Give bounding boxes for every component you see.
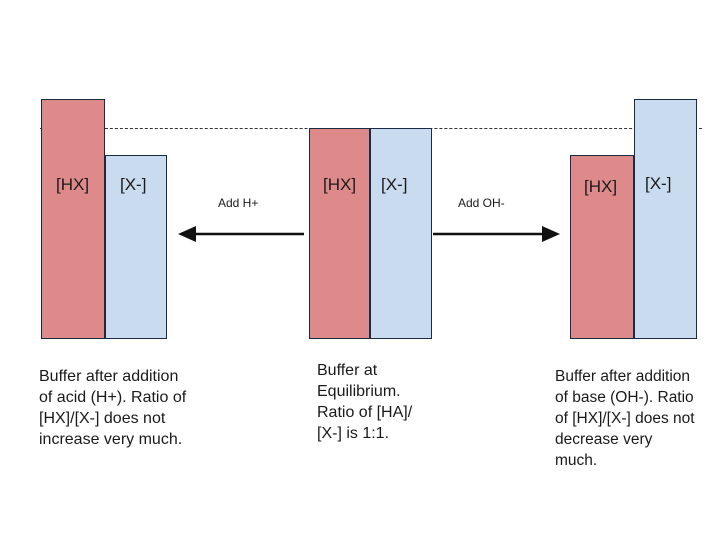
caption-line: Equilibrium.: [317, 383, 401, 400]
left-x-bar: [105, 155, 167, 339]
caption-line: Buffer at: [317, 362, 378, 379]
left-x-label: [X-]: [120, 175, 147, 194]
caption-line: of acid (H+). Ratio of: [39, 389, 187, 406]
caption-line: Ratio of [HA]/: [317, 404, 413, 421]
caption-line: Buffer after addition: [39, 368, 179, 385]
center-x-label: [X-]: [381, 175, 408, 194]
caption-line: increase very much.: [39, 431, 183, 448]
caption-line: of [HX]/[X-] does not: [555, 410, 695, 427]
right-caption: Buffer after addition of base (OH-). Rat…: [555, 366, 695, 471]
caption-line: of base (OH-). Ratio: [555, 389, 694, 406]
caption-line: [HX]/[X-] does not: [39, 410, 166, 427]
caption-line: decrease very: [555, 431, 653, 448]
center-x-bar: [370, 128, 432, 339]
left-hx-label: [HX]: [56, 175, 90, 194]
left-caption: Buffer after addition of acid (H+). Rati…: [39, 366, 186, 450]
caption-line: [X-] is 1:1.: [317, 425, 390, 442]
left-hx-bar: [41, 99, 105, 339]
add-acid-label: Add H+: [218, 196, 259, 210]
right-x-bar: [634, 99, 697, 339]
right-arrow-icon: [433, 226, 560, 242]
add-base-label: Add OH-: [458, 196, 505, 210]
caption-line: much.: [555, 452, 598, 469]
center-hx-bar: [309, 128, 370, 339]
right-hx-bar: [570, 155, 634, 339]
center-hx-label: [HX]: [323, 175, 357, 194]
right-hx-label: [HX]: [584, 177, 618, 196]
caption-line: Buffer after addition: [555, 368, 690, 385]
center-caption: Buffer at Equilibrium. Ratio of [HA]/ [X…: [317, 360, 412, 444]
right-x-label: [X-]: [645, 174, 672, 193]
left-arrow-icon: [178, 226, 304, 242]
